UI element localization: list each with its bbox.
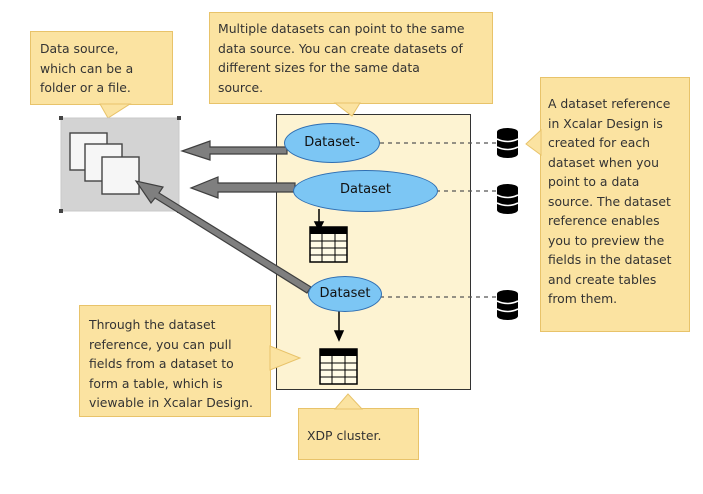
dataset-reference-callout: A dataset reference in Xcalar Design is … [540,77,690,332]
arrow-to-table-1 [313,221,325,232]
data-source-callout: Data source, which can be a folder or a … [30,31,173,105]
dataset-label: Dataset [304,135,356,150]
table-icon [319,348,358,385]
datasets-callout-pointer [333,102,361,117]
through-reference-callout-text: Through the dataset reference, you can p… [89,317,253,410]
dataset-label: Dataset [319,286,371,301]
arrow-to-table-2 [333,330,345,342]
xdp-cluster-callout: XDP cluster. [298,408,419,460]
dataset-label: Dataset [340,182,391,197]
dataset-node-top: Dataset- [284,123,380,163]
database-icon [496,184,519,214]
dataset-node-bottom: Dataset [308,276,382,312]
datasets-callout-text: Multiple datasets can point to the same … [218,21,465,95]
database-icon [496,128,519,158]
pointer-arrows [134,140,312,294]
arrow-middle [189,176,296,199]
data-source-icon [59,116,181,213]
data-source-callout-pointer [99,103,132,119]
xdp-cluster-callout-text: XDP cluster. [307,428,382,443]
arrow-top [180,140,288,161]
through-reference-callout: Through the dataset reference, you can p… [79,305,271,417]
dataset-node-middle: Dataset [293,170,438,212]
through-reference-callout-pointer [269,345,302,371]
datasets-callout: Multiple datasets can point to the same … [209,12,493,104]
data-source-callout-text: Data source, which can be a folder or a … [40,41,134,95]
dataset-reference-callout-pointer [525,128,542,156]
arrow-bottom [134,180,312,294]
file-page-3 [101,156,140,195]
dataset-reference-callout-text: A dataset reference in Xcalar Design is … [548,96,672,306]
dataset-label-dash: - [355,135,360,150]
database-icon [496,290,519,320]
xdp-cluster-callout-pointer [333,393,364,410]
table-icon [309,226,348,263]
